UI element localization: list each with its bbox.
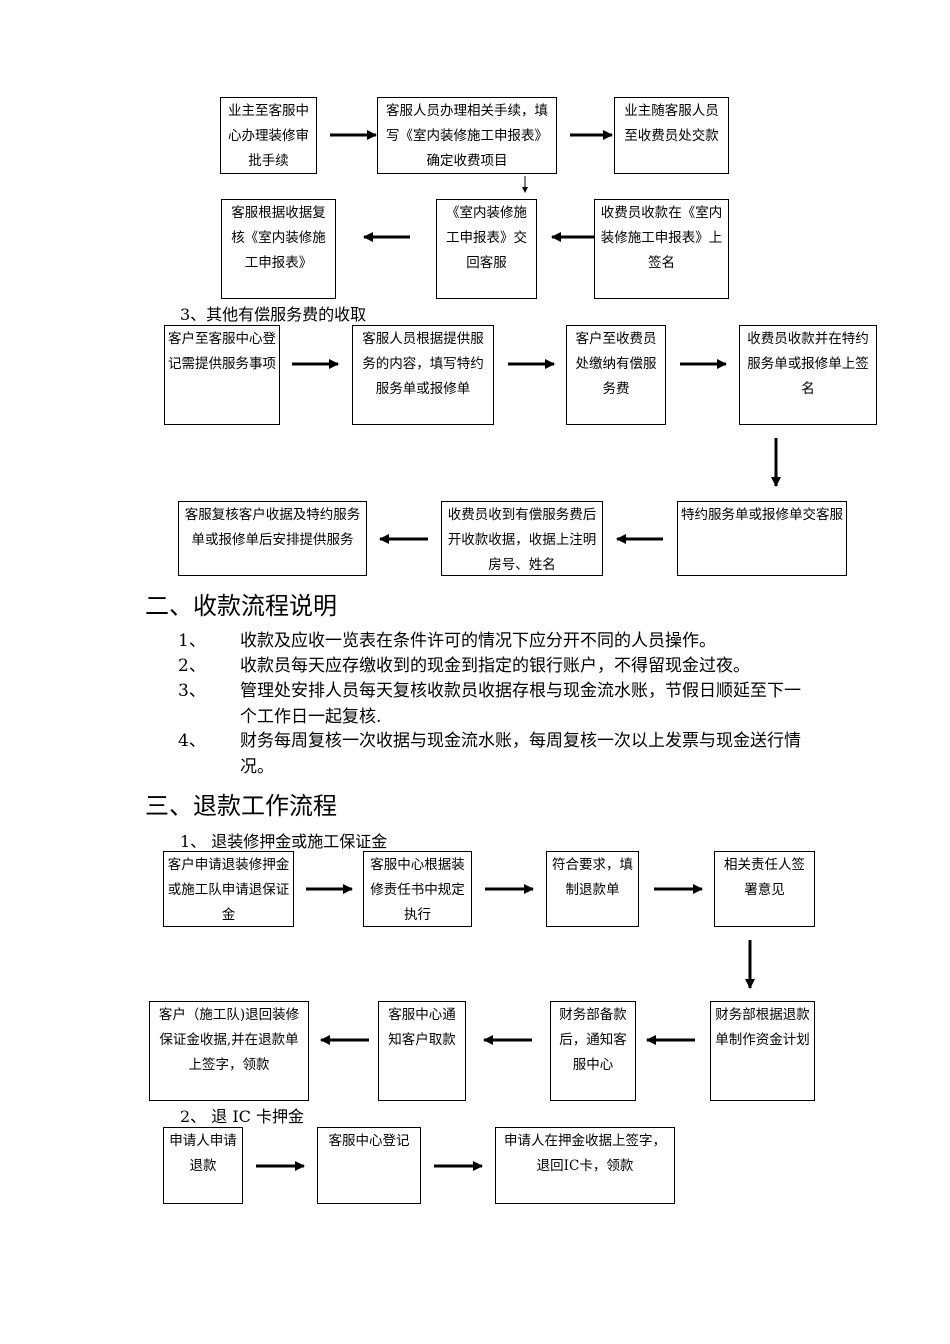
flow-b-box-3: 客户至收费员处缴纳有偿服务费 [566,325,666,425]
list-item: 1、 收款及应收一览表在条件许可的情况下应分开不同的人员操作。 [178,628,818,654]
subsection-2-title: 2、 退 IC 卡押金 [180,1107,305,1126]
section-3-title: 3、其他有偿服务费的收取 [180,305,367,324]
flow-a-arrow-down [522,176,528,193]
flow-d-box-3: 申请人在押金收据上签字，退回IC卡，领款 [495,1127,675,1204]
flow-b-box-2: 客服人员根据提供服务的内容，填写特约服务单或报修单 [352,325,494,425]
flow-c-box-3: 符合要求，填制退款单 [546,851,639,927]
flow-a-box-2: 客服人员办理相关手续，填写《室内装修施工申报表》确定收费项目 [377,97,557,174]
flow-a-box-3: 业主随客服人员至收费员处交款 [614,97,729,174]
flow-a-arrow-1 [330,130,377,140]
flow-d-arrow-1 [256,1161,305,1171]
flow-b-arrow-down [771,438,781,487]
flow-c-arrow-down [745,940,755,989]
flow-b-box-6: 收费员收到有偿服务费后开收款收据，收据上注明房号、姓名 [441,501,603,576]
flow-b-arrow-3 [680,359,727,369]
flow-c-arrow-5 [483,1035,532,1045]
flow-a-arrow-4 [363,232,410,242]
list-item-number: 4、 [178,731,206,751]
flow-c-box-4: 相关责任人签署意见 [714,851,815,927]
list-item-text: 管理处安排人员每天复核收款员收据存根与现金流水账，节假日顺延至下一个工作日一起复… [240,681,801,727]
flow-c-box-7: 客服中心通知客户取款 [378,1001,466,1101]
heading-refund-process: 三、退款工作流程 [145,792,337,820]
flow-a-box-1: 业主至客服中心办理装修审批手续 [220,97,317,174]
flow-b-box-7: 客服复核客户收据及特约服务单或报修单后安排提供服务 [178,501,367,576]
flow-b-box-1: 客户至客服中心登记需提供服务事项 [164,325,280,425]
list-item-number: 1、 [178,631,206,651]
flow-c-arrow-3 [654,884,703,894]
flow-a-box-6: 客服根据收据复核《室内装修施工申报表》 [221,199,336,299]
flow-c-arrow-6 [320,1035,369,1045]
flow-b-arrow-4 [616,534,663,544]
list-item-number: 3、 [178,681,206,701]
flow-c-arrow-4 [646,1035,695,1045]
list-item-text: 收款及应收一览表在条件许可的情况下应分开不同的人员操作。 [240,631,716,651]
list-item-number: 2、 [178,656,206,676]
flow-a-box-4: 收费员收款在《室内装修施工申报表》上签名 [594,199,729,299]
flow-a-box-5: 《室内装修施工申报表》交回客服 [436,199,537,299]
flow-c-box-8: 客户（施工队)退回装修保证金收据,并在退款单上签字，领款 [149,1001,309,1101]
flow-c-box-6: 财务部备款后，通知客服中心 [550,1001,636,1101]
list-item: 4、 财务每周复核一次收据与现金流水账，每周复核一次以上发票与现金送行情况。 [178,728,818,780]
flow-b-arrow-1 [292,359,339,369]
flow-c-arrow-1 [306,884,353,894]
flow-b-arrow-5 [379,534,428,544]
flow-c-box-2: 客服中心根据装修责任书中规定执行 [363,851,472,927]
flow-b-arrow-2 [508,359,555,369]
heading-collection-process: 二、收款流程说明 [145,592,337,620]
flow-b-box-4: 收费员收款并在特约服务单或报修单上签名 [739,325,877,425]
flow-a-arrow-3 [551,232,596,242]
flow-c-box-1: 客户申请退装修押金或施工队申请退保证金 [163,851,294,927]
subsection-1-title: 1、 退装修押金或施工保证金 [180,832,388,851]
flow-d-arrow-2 [434,1161,483,1171]
list-item: 2、 收款员每天应存缴收到的现金到指定的银行账户，不得留现金过夜。 [178,653,818,679]
flow-d-box-1: 申请人申请退款 [163,1127,243,1204]
flow-c-arrow-2 [485,884,534,894]
list-item-text: 财务每周复核一次收据与现金流水账，每周复核一次以上发票与现金送行情况。 [240,731,801,777]
flow-b-box-5: 特约服务单或报修单交客服 [677,501,847,576]
list-item-text: 收款员每天应存缴收到的现金到指定的银行账户，不得留现金过夜。 [240,656,750,676]
list-item: 3、 管理处安排人员每天复核收款员收据存根与现金流水账，节假日顺延至下一个工作日… [178,678,818,730]
flow-c-box-5: 财务部根据退款单制作资金计划 [710,1001,815,1101]
flow-d-box-2: 客服中心登记 [317,1127,421,1204]
flow-a-arrow-2 [570,130,613,140]
